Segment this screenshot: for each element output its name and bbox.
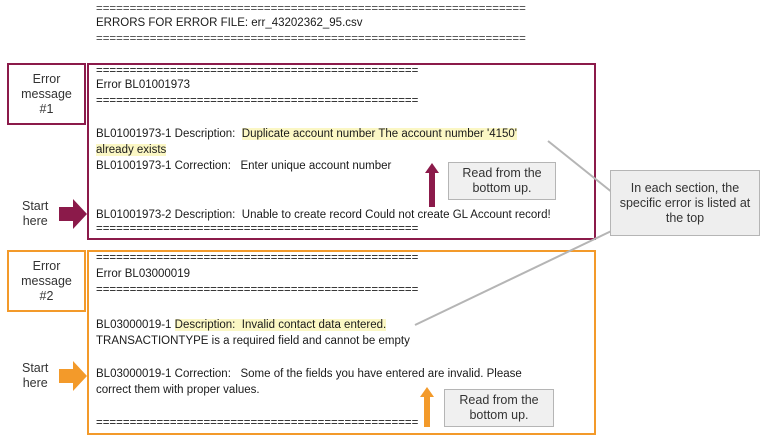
- note-line: bottom up.: [469, 408, 529, 422]
- start-line: Start: [22, 361, 49, 375]
- description-line-2: TRANSACTIONTYPE is a required field and …: [96, 335, 410, 347]
- correction-line: BL03000019-1 Correction: Some of the fie…: [96, 368, 522, 380]
- section-rule: ========================================…: [96, 284, 419, 296]
- label-line: message: [21, 273, 72, 288]
- label-line: #2: [39, 288, 54, 303]
- description-prefix: BL01001973-1 Description:: [96, 128, 242, 140]
- start-line: here: [22, 376, 48, 390]
- error-section-2: ========================================…: [87, 250, 596, 435]
- specific-error-callout: In each section, the specific error is l…: [610, 170, 760, 236]
- section-rule: ========================================…: [96, 65, 419, 77]
- section-rule: ========================================…: [96, 417, 419, 429]
- section-rule: ========================================…: [96, 223, 419, 235]
- up-arrow-icon: [420, 387, 434, 427]
- start-line: here: [22, 214, 48, 228]
- description-prefix: BL03000019-1: [96, 319, 175, 331]
- highlighted-error-continued: already exists: [96, 144, 167, 156]
- connector-line-2: [414, 223, 627, 326]
- header-rule-top: ========================================…: [96, 3, 526, 15]
- description-line: BL01001973-1 Description: Duplicate acco…: [96, 128, 518, 140]
- label-line: Error: [32, 71, 61, 86]
- error-section-1: ========================================…: [87, 63, 596, 240]
- section-rule: ========================================…: [96, 95, 419, 107]
- error-message-1-label: Error message #1: [7, 63, 86, 125]
- error-file-title: ERRORS FOR ERROR FILE: err_43202362_95.c…: [96, 17, 363, 29]
- header-rule-bottom: ========================================…: [96, 33, 526, 45]
- note-line: Read from the: [459, 393, 539, 407]
- highlighted-error: Description: Invalid contact data entere…: [174, 319, 387, 331]
- note-line: bottom up.: [472, 181, 532, 195]
- label-line: #1: [39, 101, 54, 116]
- error-message-2-label: Error message #2: [7, 250, 86, 312]
- label-line: message: [21, 86, 72, 101]
- read-bottom-up-note: Read from the bottom up.: [444, 389, 554, 427]
- correction-line-2: correct them with proper values.: [96, 384, 260, 396]
- read-bottom-up-note: Read from the bottom up.: [448, 162, 556, 200]
- right-arrow-icon: [59, 199, 87, 229]
- note-line: Read from the: [462, 166, 542, 180]
- start-line: Start: [22, 199, 49, 213]
- description-line: BL03000019-1 Description: Invalid contac…: [96, 319, 387, 331]
- start-here-label-1: Start here: [22, 199, 48, 229]
- up-arrow-icon: [425, 163, 439, 207]
- error-title: Error BL03000019: [96, 268, 190, 280]
- right-arrow-icon: [59, 361, 87, 391]
- callout-text: In each section, the specific error is l…: [619, 180, 751, 225]
- description-line-2: BL01001973-2 Description: Unable to crea…: [96, 209, 551, 221]
- start-here-label-2: Start here: [22, 361, 48, 391]
- error-title: Error BL01001973: [96, 79, 190, 91]
- label-line: Error: [32, 258, 61, 273]
- highlighted-error: Duplicate account number The account num…: [241, 128, 518, 140]
- section-rule: ========================================…: [96, 252, 419, 264]
- correction-line: BL01001973-1 Correction: Enter unique ac…: [96, 160, 392, 172]
